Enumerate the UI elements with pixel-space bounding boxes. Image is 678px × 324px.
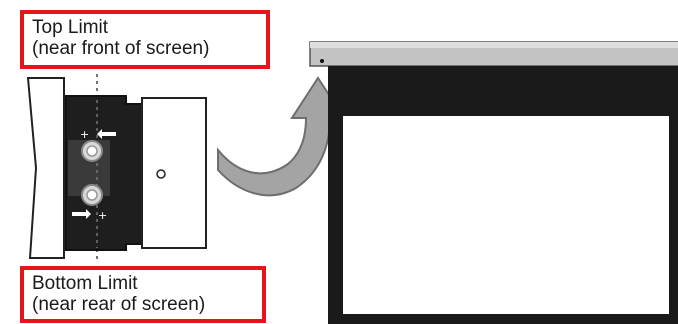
top-limit-label: Top Limit (near front of screen) — [20, 10, 270, 69]
projection-screen-icon — [328, 66, 678, 324]
bottom-limit-subtitle: (near rear of screen) — [32, 294, 206, 315]
svg-text:+: + — [98, 209, 107, 222]
bottom-limit-title: Bottom Limit — [32, 273, 138, 294]
top-limit-screw-icon — [81, 140, 103, 162]
motor-limit-head — [65, 95, 143, 251]
top-limit-subtitle: (near front of screen) — [32, 38, 210, 59]
bottom-screw-direction-icon: + — [72, 209, 107, 222]
svg-text:+: + — [80, 128, 89, 141]
bottom-limit-screw-icon — [81, 184, 103, 206]
top-screw-direction-icon: + — [80, 128, 116, 141]
motor-end-cap — [141, 97, 207, 249]
top-limit-title: Top Limit — [32, 17, 109, 38]
cap-hole-icon — [156, 169, 166, 179]
bottom-limit-label: Bottom Limit (near rear of screen) — [20, 266, 266, 323]
screen-housing — [309, 41, 678, 67]
end-bracket — [26, 77, 65, 259]
curved-arrow-icon — [217, 76, 346, 197]
